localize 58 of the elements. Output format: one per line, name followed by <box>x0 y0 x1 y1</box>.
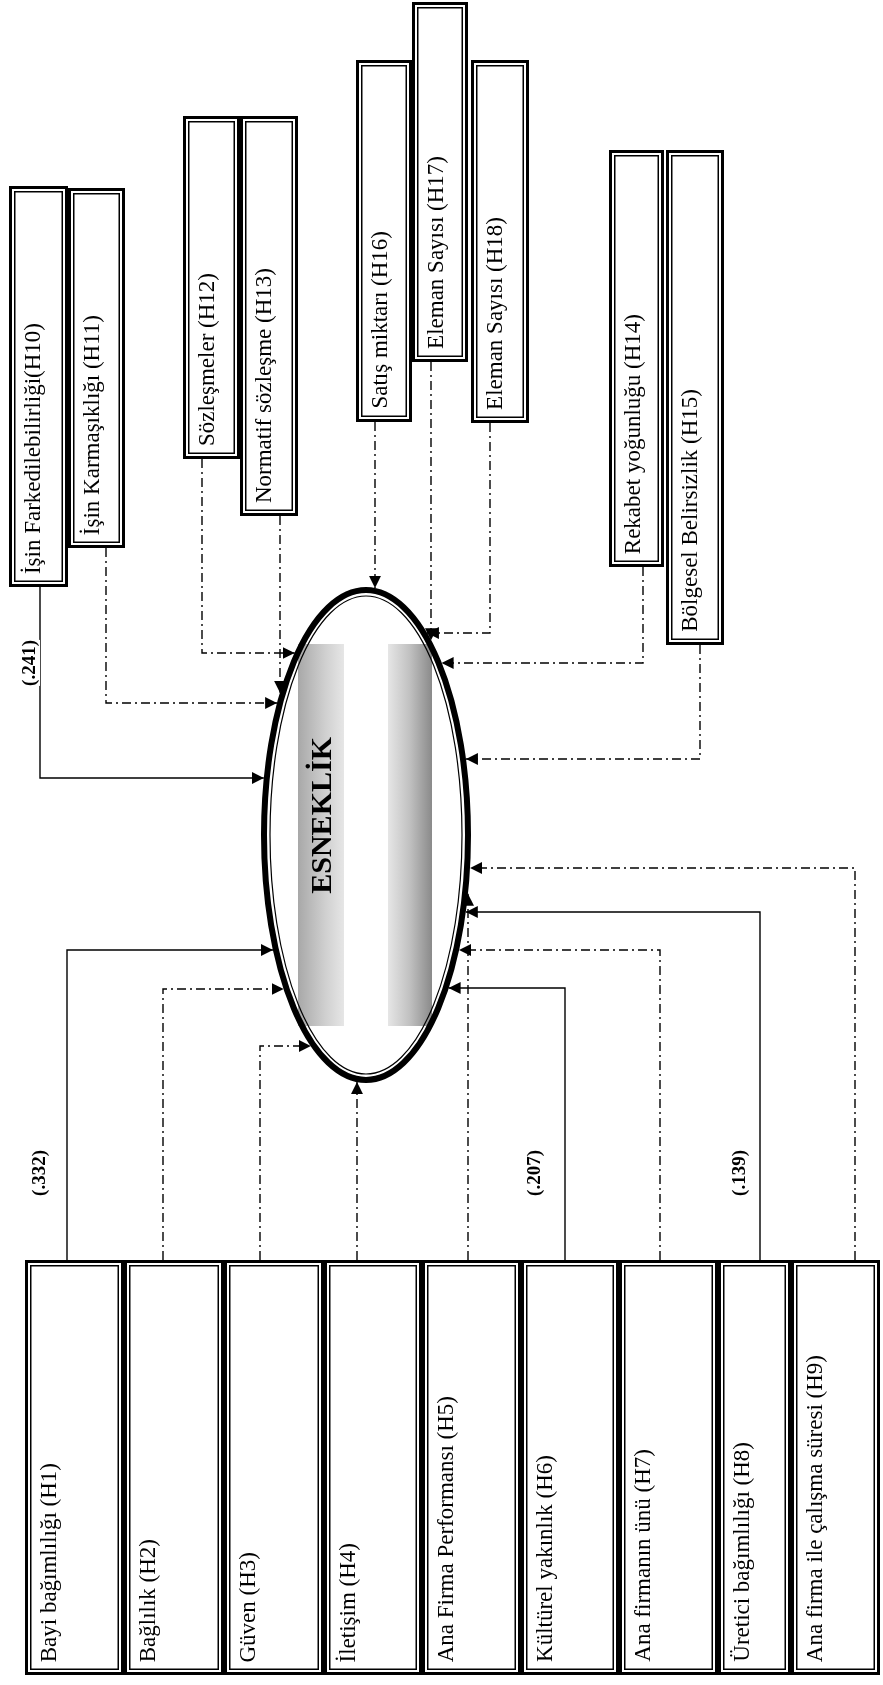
edge-label: (.207) <box>523 1150 545 1196</box>
hypothesis-label: Bayi bağımlılığı (H1) <box>36 1462 62 1662</box>
hypothesis-label: Ana Firma Performansı (H5) <box>433 1395 459 1662</box>
hypothesis-box <box>412 2 468 362</box>
hypothesis-box <box>9 186 68 587</box>
hypothesis-box <box>791 1260 880 1675</box>
hypothesis-label: Eleman Sayısı (H17) <box>423 156 449 349</box>
arrow <box>259 1040 312 1261</box>
hypothesis-box <box>471 60 529 423</box>
hypothesis-box <box>224 1260 324 1675</box>
arrow <box>469 862 856 1261</box>
arrow <box>447 982 566 1261</box>
hypothesis-label: Üretici bağımlılığı (H8) <box>729 1442 755 1662</box>
hypothesis-label: İşin Karmaşıklığı (H11) <box>79 314 105 535</box>
edge-label: (.139) <box>728 1150 750 1196</box>
hypothesis-label: Rekabet yoğunluğu (H14) <box>620 313 646 554</box>
hypothesis-label: Kültürel yakınlık (H6) <box>532 1455 558 1662</box>
arrow <box>66 944 274 1261</box>
arrow <box>162 983 285 1261</box>
hypothesis-box <box>609 150 664 567</box>
hypothesis-box <box>183 116 240 459</box>
hypothesis-box <box>521 1260 619 1675</box>
edge-label: (.332) <box>28 1150 50 1196</box>
arrow <box>458 944 661 1261</box>
hypothesis-label: Eleman Sayısı (H18) <box>482 217 508 410</box>
arrow <box>465 644 701 765</box>
hypothesis-box <box>324 1260 422 1675</box>
edge-label: (.241) <box>18 640 40 686</box>
hypothesis-box <box>619 1260 718 1675</box>
arrow <box>201 458 296 659</box>
arrow <box>351 1081 363 1261</box>
hypothesis-label: İletişim (H4) <box>335 1542 361 1662</box>
hypothesis-box <box>124 1260 224 1675</box>
hypothesis-box <box>718 1260 791 1675</box>
hypothesis-label: İşin Farkedilebilirliği(H10) <box>20 322 46 574</box>
hypothesis-label: Güven (H3) <box>235 1551 261 1662</box>
hypothesis-label: Bağlılık (H2) <box>135 1538 161 1662</box>
hypothesis-label: Normatif sözleşme (H13) <box>251 267 277 503</box>
hypothesis-box <box>422 1260 521 1675</box>
arrow <box>369 421 381 589</box>
arrow <box>39 586 265 784</box>
hypothesis-label: Sözleşmeler (H12) <box>194 272 220 446</box>
hypothesis-label: Ana firmanın ünü (H7) <box>630 1449 656 1662</box>
arrow <box>426 422 491 639</box>
hypothesis-box <box>240 116 298 516</box>
hypothesis-label: Ana firma ile çalışma süresi (H9) <box>802 1354 828 1662</box>
hypothesis-box <box>666 150 724 645</box>
arrow <box>465 906 761 1261</box>
hypothesis-box <box>356 60 412 422</box>
hypothesis-label: Bölgesel Belirsizlik (H15) <box>677 389 703 632</box>
arrow <box>105 547 278 709</box>
construct-label: ESNEKLİK <box>304 737 338 894</box>
hypothesis-label: Satış miktarı (H16) <box>367 231 393 409</box>
arrow <box>274 515 286 694</box>
hypothesis-box <box>25 1260 124 1675</box>
arrow <box>425 361 437 641</box>
hypothesis-box <box>68 188 125 548</box>
arrow <box>440 566 644 669</box>
